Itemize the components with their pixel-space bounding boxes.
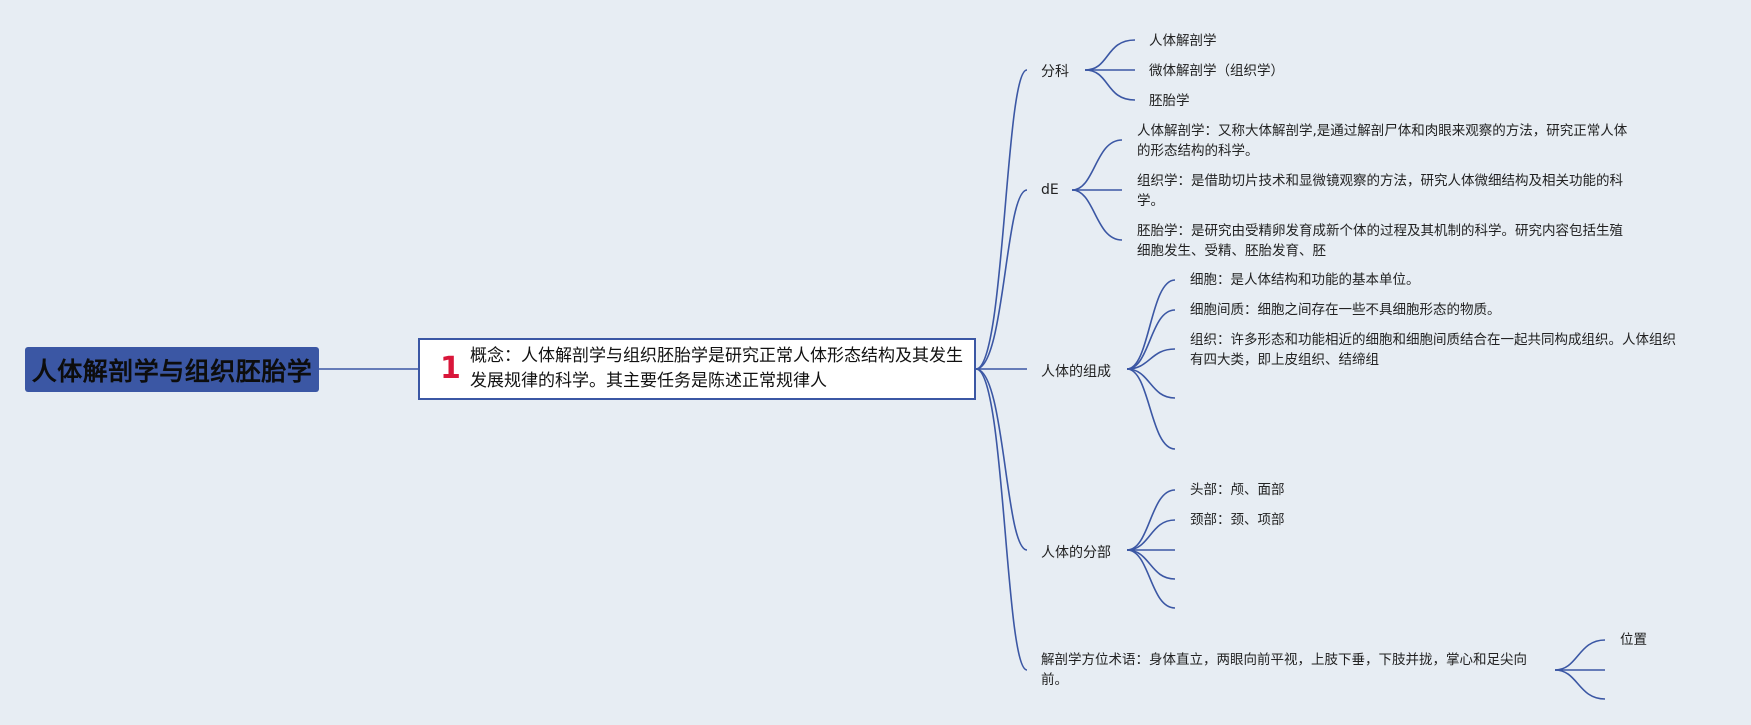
leaf-fenke-1[interactable]: 人体解剖学 xyxy=(1149,33,1217,49)
leaf-fenbu-1[interactable]: 头部：颅、面部 xyxy=(1190,482,1285,498)
connector-de-3 xyxy=(1071,189,1123,241)
connector-de-1 xyxy=(1071,139,1123,191)
leaf-shuyu-1[interactable]: 位置 xyxy=(1620,632,1647,648)
branch-fenbu[interactable]: 人体的分部 xyxy=(1041,545,1111,561)
leaf-zucheng-1[interactable]: 细胞：是人体结构和功能的基本单位。 xyxy=(1190,272,1420,288)
leaf-fenke-3[interactable]: 胚胎学 xyxy=(1149,93,1190,109)
connector-zucheng-4 xyxy=(1126,368,1176,399)
leaf-fenbu-2[interactable]: 颈部：颈、项部 xyxy=(1190,512,1285,528)
branch-zucheng[interactable]: 人体的组成 xyxy=(1041,364,1111,380)
connector-shuyu-3 xyxy=(1554,669,1606,700)
leaf-de-3[interactable]: 胚胎学：是研究由受精卵发育成新个体的过程及其机制的科学。研究内容包括生殖细胞发生… xyxy=(1137,223,1623,259)
connector-fenbu-4 xyxy=(1126,549,1176,580)
branch-fenke[interactable]: 分科 xyxy=(1041,64,1069,80)
connector-shuyu-1 xyxy=(1554,639,1606,671)
priority-marker-icon: 1 xyxy=(440,351,461,386)
connector-to-shuyu xyxy=(975,368,1028,671)
connector-zucheng-1 xyxy=(1126,279,1176,370)
connector-to-fenke xyxy=(975,69,1028,370)
leaf-zucheng-2[interactable]: 细胞间质：细胞之间存在一些不具细胞形态的物质。 xyxy=(1190,302,1501,318)
branch-de[interactable]: dE xyxy=(1041,182,1059,198)
leaf-fenke-2[interactable]: 微体解剖学（组织学） xyxy=(1149,63,1284,79)
connector-fenbu-2 xyxy=(1126,519,1176,551)
connector-fenbu-5 xyxy=(1126,549,1176,609)
connector-fenke-3 xyxy=(1084,69,1136,101)
connector-zucheng-5 xyxy=(1126,368,1176,450)
connector-fenbu-1 xyxy=(1126,489,1176,551)
branch-shuyu[interactable]: 解剖学方位术语：身体直立，两眼向前平视，上肢下垂，下肢并拢，掌心和足尖向前。 xyxy=(1041,652,1527,688)
leaf-zucheng-3[interactable]: 组织：许多形态和功能相近的细胞和细胞间质结合在一起共同构成组织。人体组织有四大类… xyxy=(1190,332,1676,368)
concept-text: 概念：人体解剖学与组织胚胎学是研究正常人体形态结构及其发生发展规律的科学。其主要… xyxy=(470,346,963,391)
connector-fenke-1 xyxy=(1084,39,1136,71)
leaf-de-1[interactable]: 人体解剖学：又称大体解剖学,是通过解剖尸体和肉眼来观察的方法，研究正常人体的形态… xyxy=(1137,123,1628,159)
root-title: 人体解剖学与组织胚胎学 xyxy=(31,356,313,386)
root-topic[interactable]: 人体解剖学与组织胚胎学 xyxy=(25,347,319,392)
connector-zucheng-2 xyxy=(1126,309,1176,370)
connector-zucheng-3 xyxy=(1126,348,1176,370)
connector-to-fenbu xyxy=(975,368,1028,551)
concept-topic[interactable]: 1 概念：人体解剖学与组织胚胎学是研究正常人体形态结构及其发生发展规律的科学。其… xyxy=(418,338,976,400)
leaf-de-2[interactable]: 组织学：是借助切片技术和显微镜观察的方法，研究人体微细结构及相关功能的科学。 xyxy=(1137,173,1623,209)
connector-to-de xyxy=(975,189,1028,370)
